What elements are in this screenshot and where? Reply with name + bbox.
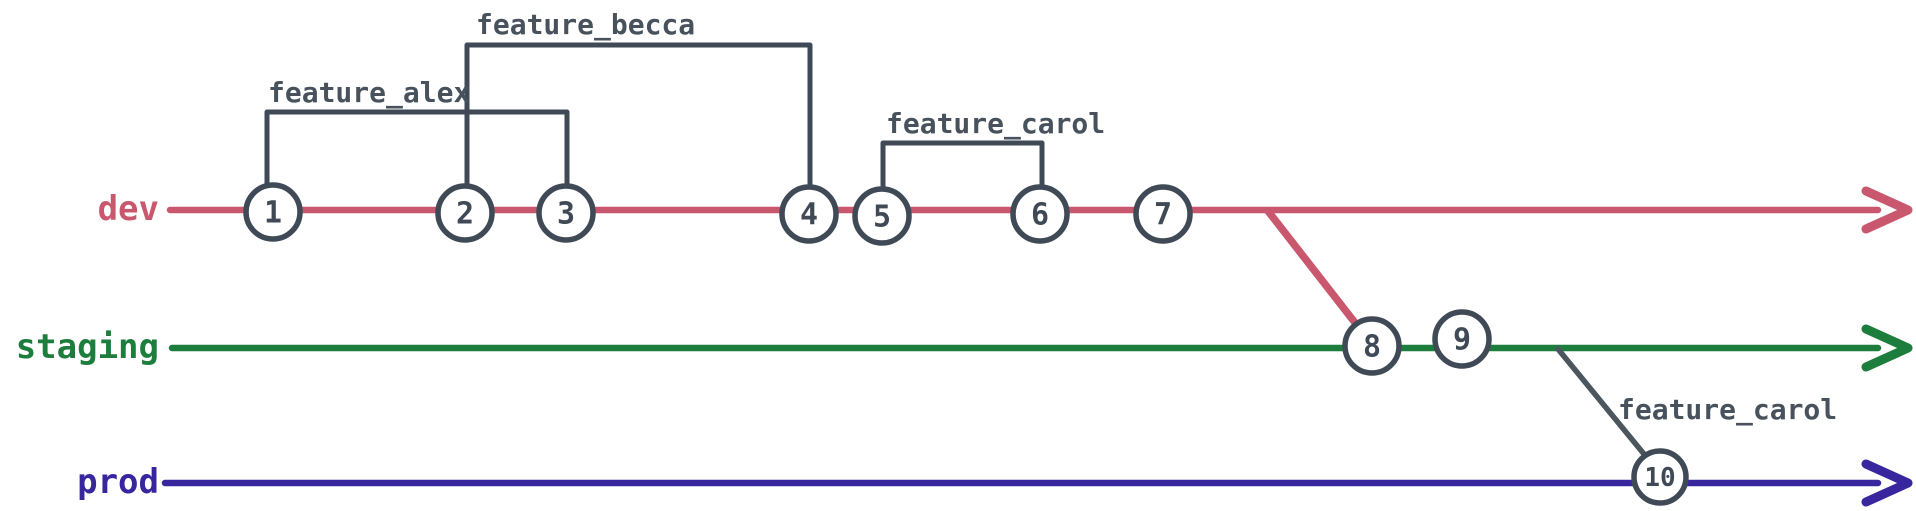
commit-label: 3 xyxy=(557,197,575,232)
commit-label: 8 xyxy=(1363,330,1381,365)
commit-label: 1 xyxy=(264,196,282,231)
commit-label: 2 xyxy=(456,197,474,232)
commit-circle xyxy=(1432,309,1492,369)
feature-label-becca: feature_becca xyxy=(476,8,695,41)
staging-arrowhead xyxy=(1861,324,1913,372)
commit-label: 5 xyxy=(873,200,891,235)
feature-bracket-becca xyxy=(464,42,813,195)
commit-node-5: 5 xyxy=(852,186,912,246)
commit-node-1: 1 xyxy=(243,182,303,242)
commit-node-2: 2 xyxy=(435,183,495,243)
commit-label: 4 xyxy=(800,198,818,233)
commit-circle xyxy=(536,183,596,243)
commit-node-10: 10 xyxy=(1631,448,1689,506)
commit-circle xyxy=(435,183,495,243)
commit-circle xyxy=(779,184,839,244)
dev-arrowhead xyxy=(1861,186,1913,234)
feature-bracket-alex xyxy=(264,109,570,195)
commit-label: 9 xyxy=(1453,323,1471,358)
branch-label-dev: dev xyxy=(98,189,159,229)
commit-label: 7 xyxy=(1154,198,1172,233)
commit-circle xyxy=(1133,184,1193,244)
commit-node-8: 8 xyxy=(1342,316,1402,376)
feature-bracket-carol xyxy=(880,140,1045,197)
commit-node-9: 9 xyxy=(1432,309,1492,369)
feature-label-carol: feature_carol xyxy=(886,107,1105,140)
commit-node-3: 3 xyxy=(536,183,596,243)
commit-node-4: 4 xyxy=(779,184,839,244)
merge-line-dev-to-staging xyxy=(1264,207,1367,337)
branch-label-prod: prod xyxy=(77,462,159,502)
commit-node-6: 6 xyxy=(1010,184,1070,244)
commit-circle xyxy=(243,182,303,242)
feature-label-alex: feature_alex xyxy=(268,76,470,109)
commit-label: 6 xyxy=(1031,198,1049,233)
commit-circle xyxy=(1631,448,1689,506)
commit-circle xyxy=(1010,184,1070,244)
feature-label-carol-merge: feature_carol xyxy=(1618,393,1837,426)
merge-line-staging-to-prod xyxy=(1555,346,1651,462)
commit-node-7: 7 xyxy=(1133,184,1193,244)
commit-circle xyxy=(1342,316,1402,376)
prod-arrowhead xyxy=(1861,459,1913,507)
branch-label-staging: staging xyxy=(16,327,159,367)
commit-circle xyxy=(852,186,912,246)
commit-label: 10 xyxy=(1644,463,1675,493)
